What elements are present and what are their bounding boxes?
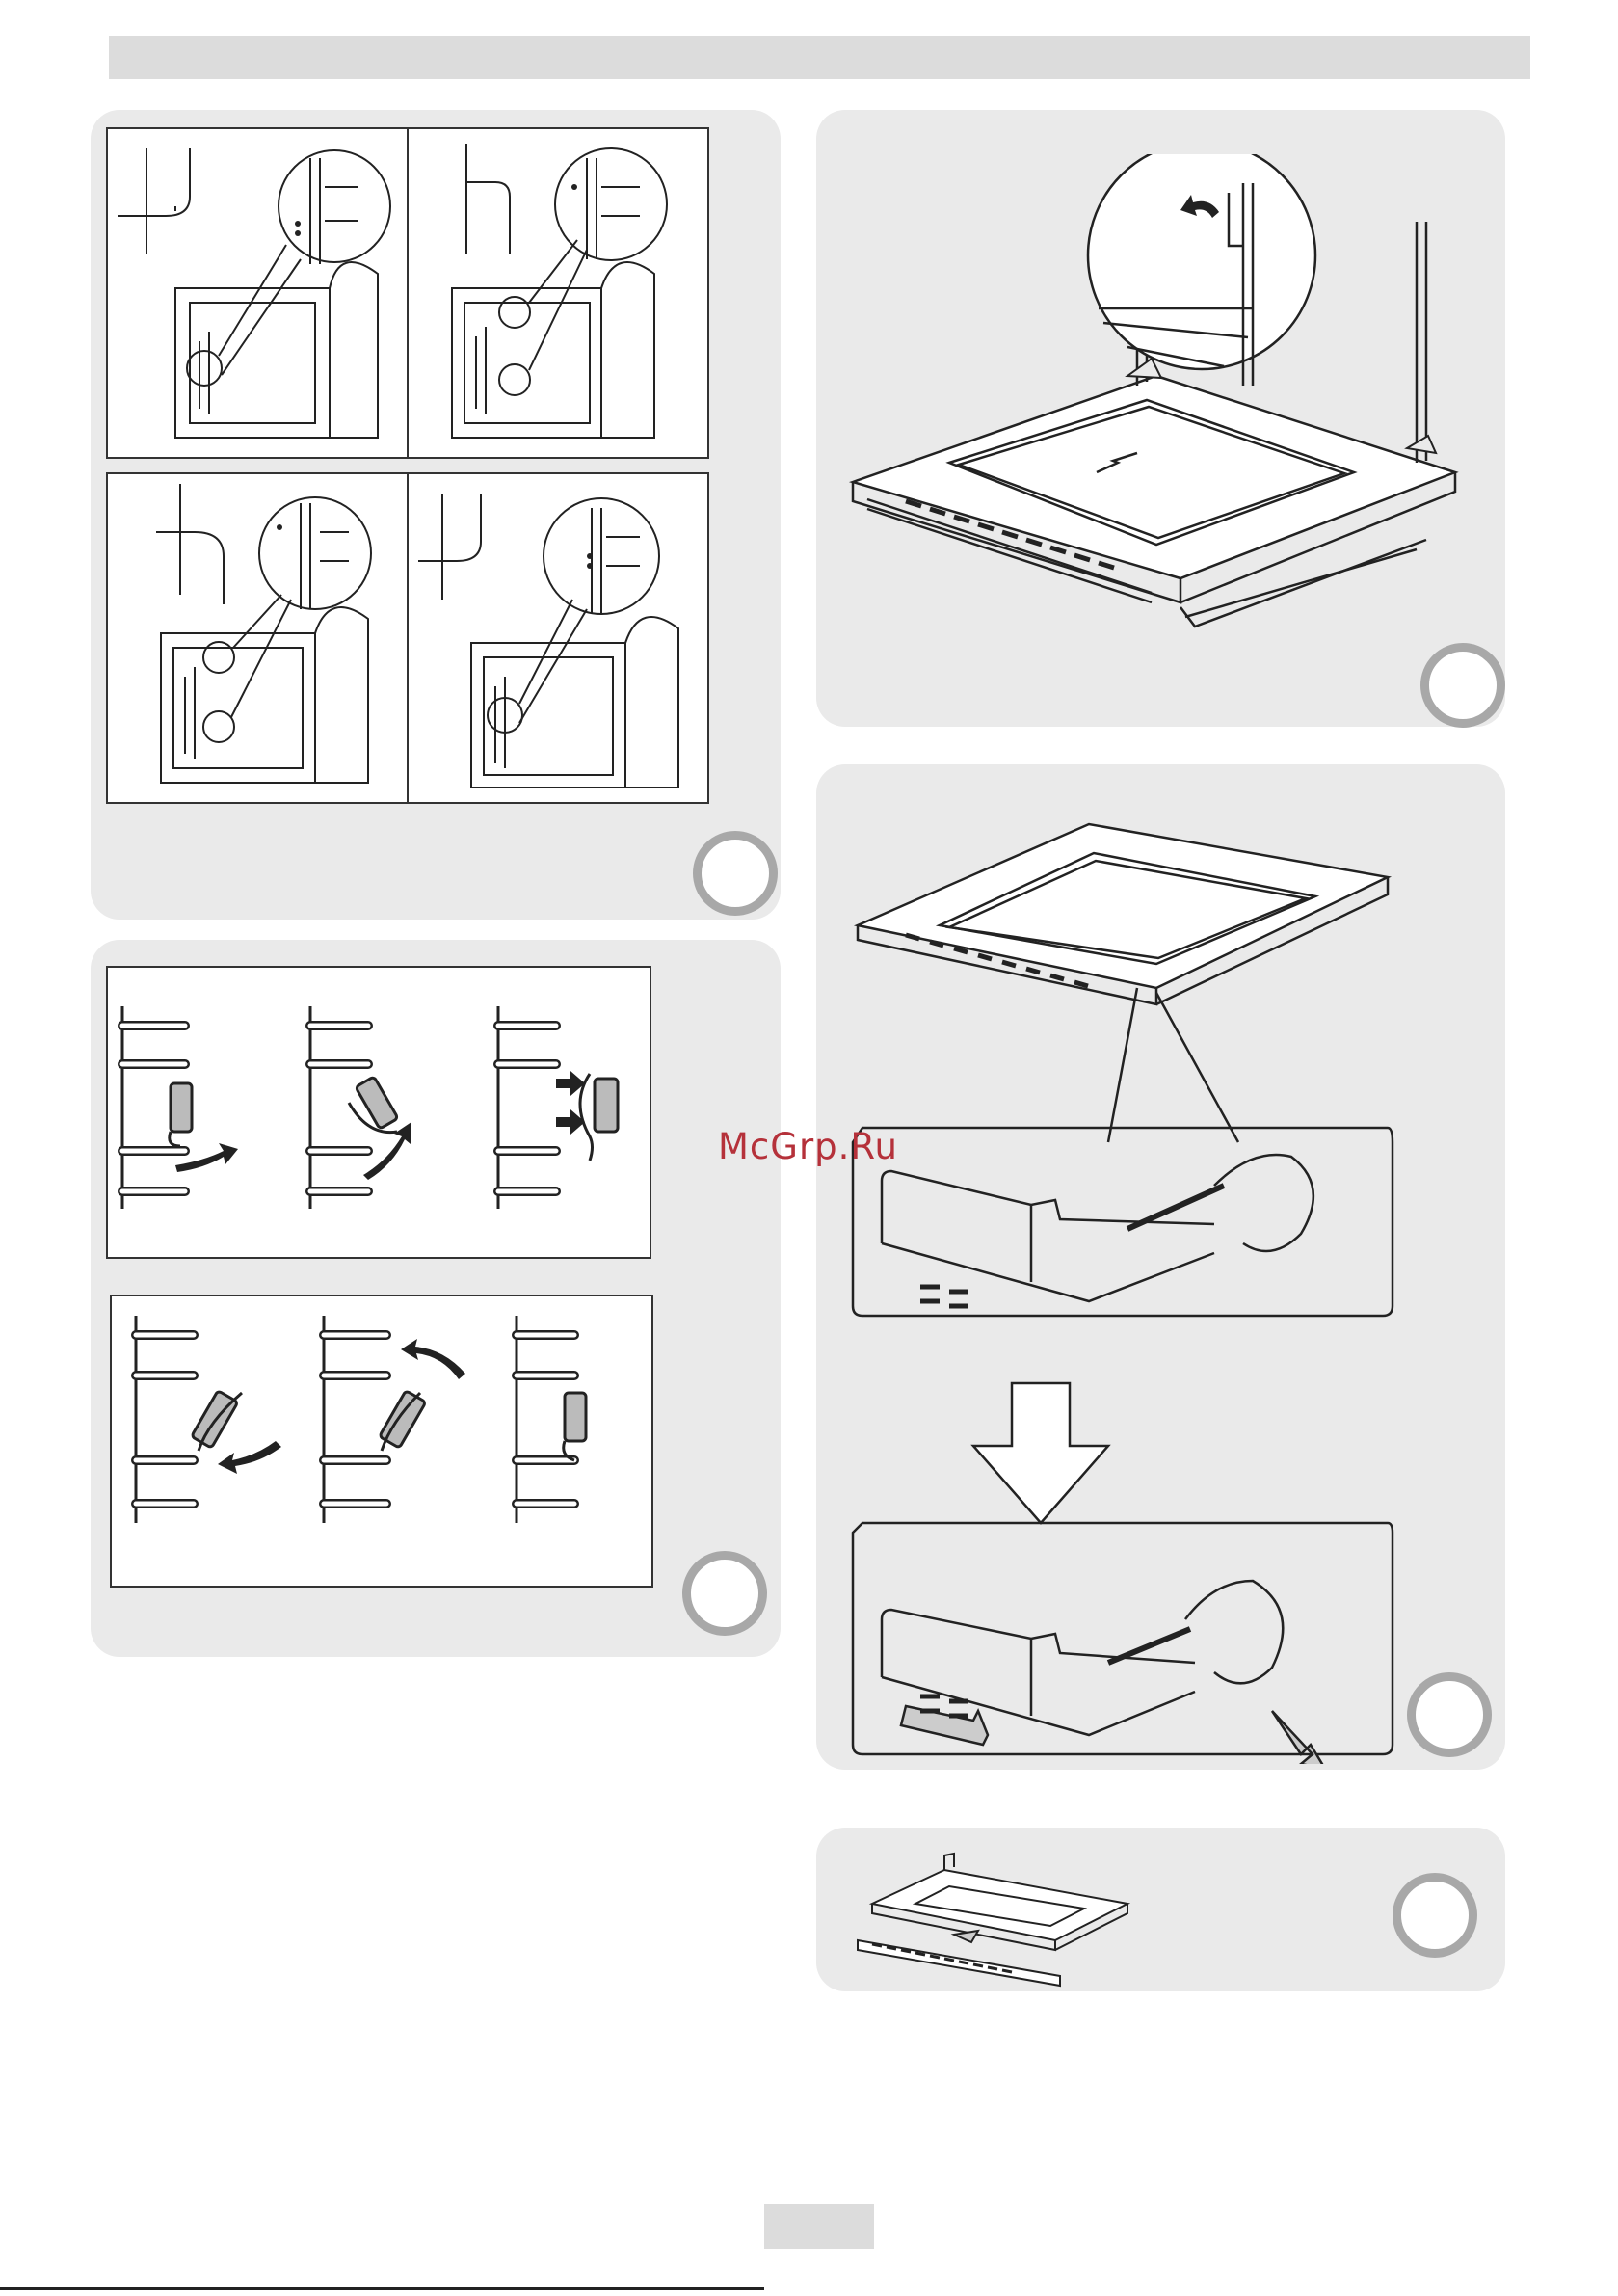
door-glass-diagram-icon: [848, 1827, 1137, 1990]
watermark-text: McGrp.Ru: [718, 1126, 898, 1167]
rack-subfigure-1: [106, 127, 409, 459]
rack-subfigure-4: [407, 472, 709, 804]
oven-rack-diagram-icon: [108, 474, 407, 802]
oven-rack-diagram-icon: [409, 474, 707, 802]
clip-frame-top: [106, 966, 651, 1259]
rack-subfigure-2: [407, 127, 709, 459]
figure-badge-2: [682, 1551, 767, 1636]
clip-frame-bottom: [110, 1295, 653, 1588]
page-number-tab: [764, 2204, 874, 2249]
rack-clip-diagram-icon: [108, 968, 650, 1257]
oven-rack-diagram-icon: [409, 129, 707, 457]
oven-door-hinge-diagram-icon: [838, 154, 1484, 655]
header-bar: [109, 36, 1530, 79]
figure-badge-5: [1393, 1873, 1477, 1958]
figure-badge-1: [693, 831, 778, 916]
oven-rack-diagram-icon: [108, 129, 407, 457]
figure-badge-3: [1420, 643, 1505, 728]
figure-badge-4: [1407, 1672, 1492, 1757]
rack-subfigure-3: [106, 472, 409, 804]
rack-clip-diagram-icon: [112, 1296, 651, 1586]
footer-line: [0, 2287, 764, 2290]
screwdriver-door-diagram-icon: [848, 781, 1484, 1764]
